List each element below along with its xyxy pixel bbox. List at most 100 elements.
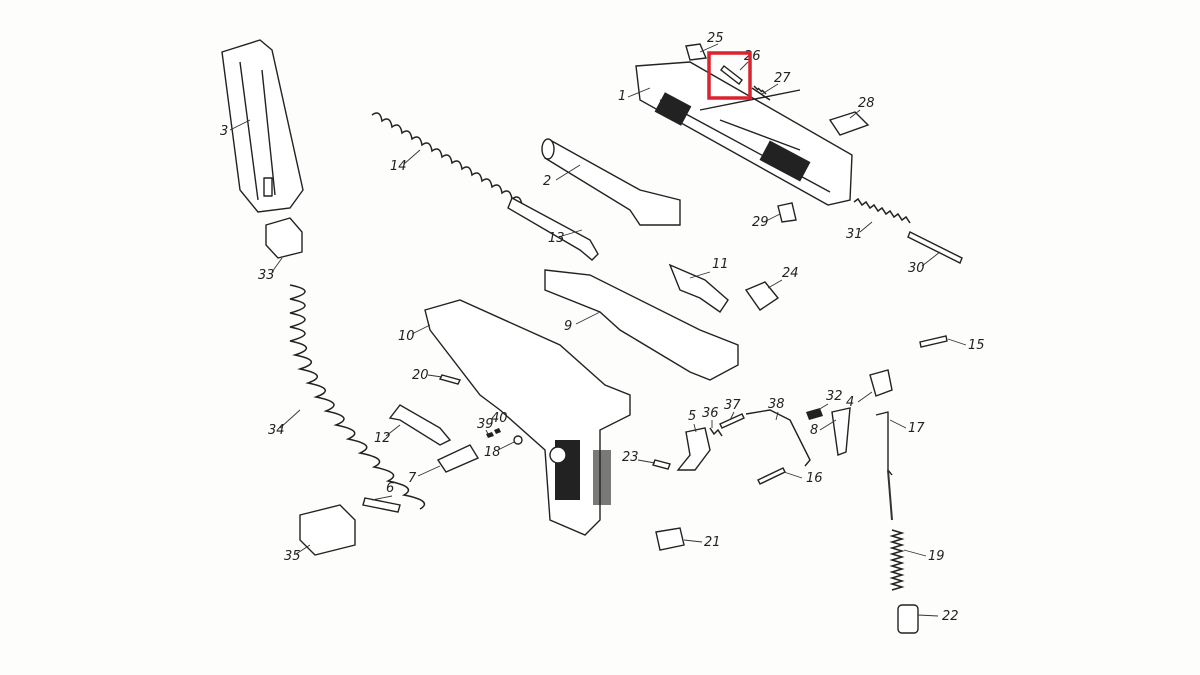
leader-line-13 — [561, 229, 583, 237]
part-label-10: 10 — [398, 329, 415, 344]
part-label-23: 23 — [622, 450, 639, 465]
part-label-15: 15 — [968, 338, 985, 353]
part-38 — [745, 409, 811, 467]
leader-line-7 — [417, 465, 441, 477]
part-11 — [668, 263, 729, 313]
part-barrel — [541, 138, 681, 226]
part-18 — [513, 435, 523, 445]
leader-line-5 — [693, 423, 697, 433]
part-8 — [831, 407, 851, 456]
leader-line-33 — [271, 257, 283, 273]
leader-line-11 — [689, 271, 711, 279]
part-frame — [424, 299, 631, 536]
part-label-13: 13 — [548, 231, 565, 246]
part-label-19: 19 — [928, 549, 945, 564]
part-25 — [685, 43, 708, 61]
leader-line-10 — [411, 324, 431, 335]
part-26 — [720, 65, 743, 85]
leader-line-35 — [295, 544, 311, 555]
part-slide — [635, 61, 853, 206]
leader-line-39 — [485, 429, 489, 435]
part-23 — [652, 459, 671, 470]
part-16 — [757, 467, 786, 485]
part-5 — [676, 427, 711, 471]
part-22 — [897, 604, 919, 634]
leader-line-28 — [849, 109, 861, 119]
part-label-33: 33 — [258, 268, 275, 283]
parts-drawing — [221, 39, 963, 634]
leader-line-9 — [575, 311, 601, 325]
part-label-28: 28 — [858, 96, 875, 111]
highlight-box — [707, 51, 752, 100]
part-label-8: 8 — [810, 423, 818, 438]
part-31 — [853, 197, 911, 224]
part-label-37: 37 — [724, 398, 741, 413]
part-12 — [388, 404, 452, 446]
part-label-17: 17 — [908, 421, 925, 436]
part-9 — [544, 269, 739, 381]
part-28 — [828, 111, 870, 136]
leader-line-27 — [761, 83, 779, 95]
part-label-3: 3 — [220, 124, 228, 139]
leader-line-18 — [497, 441, 515, 451]
part-label-1: 1 — [618, 89, 626, 104]
part-label-4: 4 — [846, 395, 854, 410]
part-label-25: 25 — [707, 31, 724, 46]
part-27 — [751, 85, 771, 101]
part-label-32: 32 — [826, 389, 843, 404]
part-label-14: 14 — [390, 159, 407, 174]
leader-line-1 — [627, 87, 651, 98]
leader-line-29 — [763, 213, 781, 223]
leader-line-26 — [739, 61, 749, 71]
part-label-39: 39 — [477, 417, 494, 432]
leader-line-4 — [857, 391, 873, 403]
part-label-36: 36 — [702, 406, 719, 421]
part-6 — [362, 497, 401, 513]
part-20 — [438, 374, 462, 385]
leader-line-38 — [775, 411, 779, 421]
part-label-11: 11 — [712, 257, 729, 272]
part-label-38: 38 — [768, 397, 785, 412]
leader-line-12 — [385, 424, 401, 437]
leader-line-25 — [699, 43, 719, 53]
leader-line-15 — [947, 338, 967, 346]
part-label-30: 30 — [908, 261, 925, 276]
part-label-6: 6 — [386, 481, 394, 496]
part-14 — [371, 112, 523, 206]
leader-line-14 — [403, 149, 421, 165]
leader-line-8 — [819, 419, 837, 431]
leader-line-30 — [921, 251, 941, 267]
part-17-rod — [887, 469, 893, 521]
part-label-7: 7 — [408, 471, 417, 486]
part-label-22: 22 — [942, 609, 959, 624]
part-label-24: 24 — [782, 266, 799, 281]
part-4 — [869, 369, 893, 397]
part-label-35: 35 — [284, 549, 301, 564]
leader-line-6 — [371, 495, 393, 501]
part-label-16: 16 — [806, 471, 823, 486]
part-label-34: 34 — [268, 423, 285, 438]
leader-line-3 — [229, 119, 251, 131]
part-29 — [777, 202, 797, 223]
part-35 — [299, 504, 356, 556]
leader-line-34 — [279, 409, 301, 429]
part-30 — [907, 231, 963, 264]
part-37 — [719, 413, 745, 429]
part-36 — [709, 427, 723, 437]
part-label-9: 9 — [564, 319, 572, 334]
part-34 — [289, 284, 426, 510]
part-19 — [889, 529, 905, 591]
part-label-20: 20 — [412, 368, 429, 383]
part-labels: 1234567891011121314151617181920212223242… — [220, 31, 985, 624]
leader-line-2 — [555, 164, 581, 181]
leader-line-16 — [783, 471, 803, 479]
part-7 — [436, 444, 480, 473]
part-13 — [507, 197, 599, 261]
part-label-40: 40 — [491, 411, 508, 426]
part-21 — [655, 527, 685, 551]
leader-line-17 — [889, 419, 907, 429]
part-label-27: 27 — [774, 71, 791, 86]
leader-line-32 — [817, 403, 829, 411]
